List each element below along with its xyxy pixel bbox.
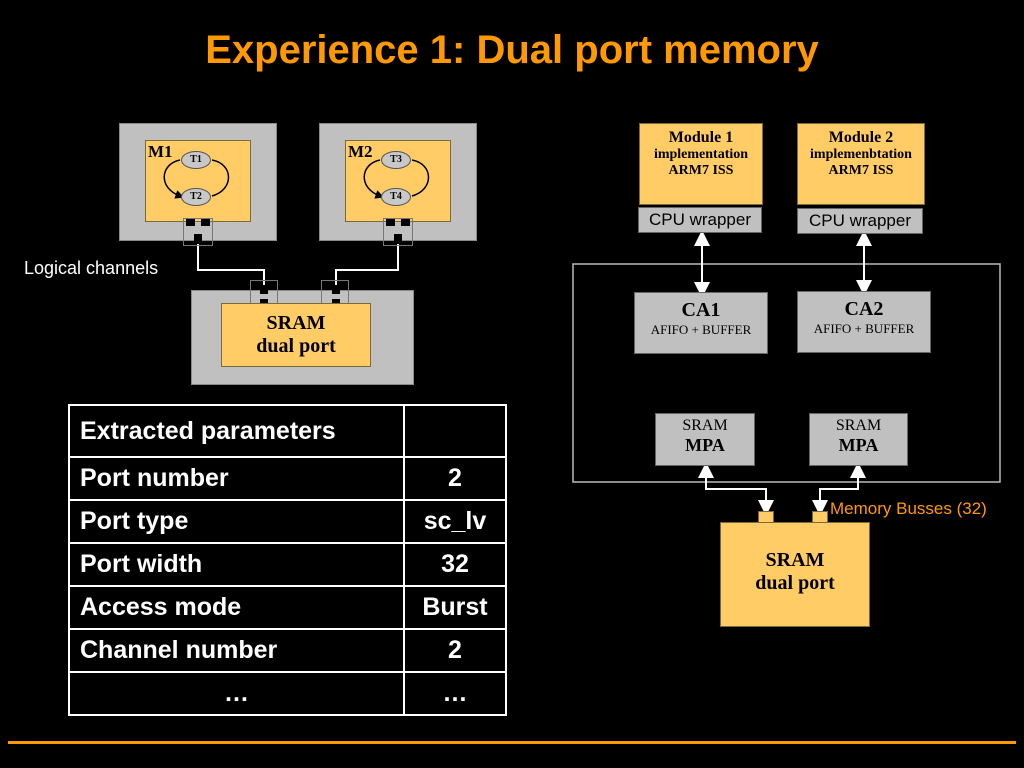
mpa1-line1: SRAM	[682, 417, 728, 434]
sram-port1-a	[260, 288, 268, 294]
right-sram-line2: dual port	[755, 572, 835, 594]
module1-box: Module 1 implementation ARM7 ISS	[639, 123, 763, 205]
param-value	[403, 404, 507, 458]
module1-subtitle: implementation	[653, 147, 749, 162]
param-name: Channel number	[68, 628, 405, 673]
m2-port-a	[386, 219, 395, 226]
ca1-box: CA1 AFIFO + BUFFER	[634, 292, 768, 354]
memory-busses-label: Memory Busses (32)	[830, 499, 987, 518]
module2-box: Module 2 implemenbtation ARM7 ISS	[797, 123, 925, 205]
param-value: 32	[403, 542, 507, 587]
left-sram-line1: SRAM	[266, 312, 326, 334]
channel-line-m2	[335, 244, 399, 285]
ca2-name: CA2	[844, 298, 884, 320]
logical-channels-label: Logical channels	[24, 258, 159, 278]
param-name: …	[68, 671, 405, 716]
left-sram-line2: dual port	[256, 335, 336, 357]
ca1-name: CA1	[681, 299, 721, 321]
thread-t2: T2	[181, 188, 211, 206]
module-m2-label: M2	[348, 142, 373, 161]
arrow-mpa1-sram	[698, 462, 774, 516]
module1-iss: ARM7 ISS	[668, 163, 734, 178]
m2-port-b	[401, 219, 410, 226]
param-value: …	[403, 671, 507, 716]
module2-iss: ARM7 ISS	[828, 163, 894, 178]
footer-divider	[8, 741, 1016, 744]
param-value: sc_lv	[403, 499, 507, 544]
table-row: ……	[68, 671, 507, 716]
m1-port-c	[194, 234, 202, 241]
cpu-wrapper-1: CPU wrapper	[638, 207, 762, 233]
param-name: Access mode	[68, 585, 405, 630]
mpa1-box: SRAM MPA	[655, 413, 755, 466]
ca2-box: CA2 AFIFO + BUFFER	[797, 291, 931, 353]
sram-port2-b	[332, 299, 340, 303]
cpu-wrapper-2: CPU wrapper	[797, 208, 923, 234]
channel-line-m1	[197, 244, 265, 285]
module2-title: Module 2	[828, 129, 894, 146]
arrow-mpa2-sram	[812, 462, 866, 516]
module2-subtitle: implemenbtation	[810, 147, 912, 162]
communication-block-frame	[572, 263, 1001, 483]
sram-port1-b	[260, 299, 268, 303]
module1-title: Module 1	[668, 129, 734, 146]
module-m1-label: M1	[148, 142, 173, 161]
thread-t1: T1	[181, 151, 211, 169]
thread-loop-m1	[163, 159, 230, 199]
param-value: Burst	[403, 585, 507, 630]
mpa2-line1: SRAM	[835, 417, 882, 434]
param-name: Port number	[68, 456, 405, 501]
ca2-desc: AFIFO + BUFFER	[813, 321, 915, 336]
param-name: Extracted parameters	[68, 404, 405, 458]
param-name: Port width	[68, 542, 405, 587]
m1-port-a	[186, 219, 195, 226]
ca1-desc: AFIFO + BUFFER	[650, 322, 752, 337]
param-value: 2	[403, 628, 507, 673]
sram-port2-a	[332, 288, 340, 294]
thread-t3: T3	[381, 151, 411, 169]
right-sram-box: SRAM dual port	[720, 522, 870, 627]
mpa1-line2: MPA	[685, 435, 725, 455]
mpa2-box: SRAM MPA	[809, 413, 908, 466]
m2-port-frame	[383, 218, 413, 246]
slide-title: Experience 1: Dual port memory	[205, 28, 819, 72]
m1-port-frame	[183, 218, 213, 246]
m2-port-c	[394, 234, 402, 241]
table-row: Extracted parameters	[68, 404, 507, 458]
left-sram-box: SRAM dual port	[221, 303, 371, 367]
param-name: Port type	[68, 499, 405, 544]
mpa2-line2: MPA	[838, 435, 879, 455]
thread-loop-m2	[363, 159, 430, 199]
m1-port-b	[201, 219, 210, 226]
thread-t4: T4	[381, 188, 411, 206]
right-sram-line1: SRAM	[765, 549, 825, 571]
param-value: 2	[403, 456, 507, 501]
